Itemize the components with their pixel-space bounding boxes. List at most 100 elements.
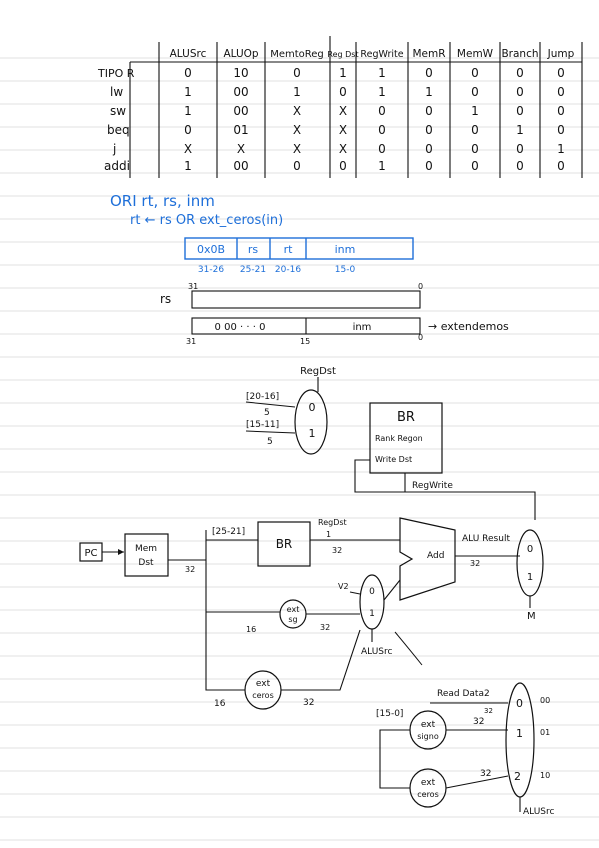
alu-adder xyxy=(399,517,456,601)
alusrc-label: ALUSrc xyxy=(361,647,393,657)
table-cell: 0 xyxy=(516,142,524,156)
table-cell: 1 xyxy=(378,66,386,80)
v2-wire xyxy=(349,591,361,595)
pc-label: PC xyxy=(84,548,97,559)
ext-sign-in-width: 16 xyxy=(246,625,256,634)
table-cell: 0 xyxy=(471,85,479,99)
regdst-w0: 5 xyxy=(264,408,270,418)
ori-field-opcode: 0x0B xyxy=(197,243,225,256)
table-cell: 0 xyxy=(425,66,433,80)
regdst-w1: 5 xyxy=(267,437,273,447)
ext-sign-label-2: sg xyxy=(288,615,297,624)
ext-sign-out-width: 32 xyxy=(320,623,330,632)
regdst-input-15-11: [15-11] xyxy=(246,420,279,430)
bottom-ext-sign-unit xyxy=(409,710,447,750)
table-cell: 1 xyxy=(293,85,301,99)
read-data2-width: 32 xyxy=(484,707,493,715)
memtoreg-mux-in1: 1 xyxy=(527,572,533,583)
regdst-input-20-16: [20-16] xyxy=(246,392,279,402)
ori-operation: rt ← rs OR ext_ceros(in) xyxy=(130,213,283,228)
alusrc-mux-in1: 1 xyxy=(369,609,375,619)
col-header-memw: MemW xyxy=(457,48,494,60)
rs-register-box xyxy=(191,290,421,309)
table-cell: 0 xyxy=(557,66,565,80)
table-cell: 0 xyxy=(557,159,565,173)
table-cell: 0 xyxy=(471,66,479,80)
table-cell: 0 xyxy=(471,142,479,156)
ori-field-rs: rs xyxy=(248,243,259,256)
bottom-mux-in2: 2 xyxy=(514,770,521,783)
pc-arrow-icon xyxy=(118,549,124,555)
memtoreg-m-label: M xyxy=(527,611,536,622)
ext-sign-label-1: ext xyxy=(287,605,300,614)
table-cell: 0 xyxy=(557,85,565,99)
table-cell: 0 xyxy=(471,159,479,173)
table-cell: 1 xyxy=(184,85,192,99)
regwrite-label: RegWrite xyxy=(412,481,453,491)
alu-out-width: 32 xyxy=(470,559,480,568)
ext-bit-31-bottom: 31 xyxy=(186,337,196,346)
ext-bit-0-top: 0 xyxy=(418,282,423,291)
row-label-beq: beq xyxy=(107,123,130,137)
control-table-grid xyxy=(129,36,583,178)
alusrc-mux-in0: 0 xyxy=(369,587,375,597)
bits-25-21-label: [25-21] xyxy=(212,527,245,537)
ori-instruction: ORI rt, rs, inm xyxy=(110,192,215,210)
ruled-lines xyxy=(0,57,599,841)
br-box xyxy=(257,521,311,567)
regdst-wire-1 xyxy=(245,430,296,434)
table-cell: 0 xyxy=(293,66,301,80)
register-bank-line1: Rank Regon xyxy=(375,434,423,443)
regdst-mux-title: RegDst xyxy=(300,366,336,377)
read-data2-label: Read Data2 xyxy=(437,689,490,699)
ext-bit-31-top: 31 xyxy=(188,282,198,291)
table-cell: 0 xyxy=(339,85,347,99)
table-cell: 1 xyxy=(471,104,479,118)
ext-zero-unit xyxy=(244,670,282,710)
table-cell: 0 xyxy=(557,104,565,118)
mem-label-1: Mem xyxy=(135,544,157,554)
table-cell: X xyxy=(237,142,245,156)
table-cell: 0 xyxy=(516,85,524,99)
regdst-wire-0 xyxy=(245,401,296,408)
bottom-ext-zero-1: ext xyxy=(421,778,436,788)
table-cell: 0 xyxy=(378,123,386,137)
table-cell: X xyxy=(339,104,347,118)
register-bank-line2: Write Dst xyxy=(375,455,412,464)
table-cell: 0 xyxy=(425,104,433,118)
mem-label-2: Dst xyxy=(138,558,154,568)
ext-note: → extendemos xyxy=(428,320,509,333)
table-cell: X xyxy=(339,123,347,137)
table-cell: 0 xyxy=(378,142,386,156)
bottom-ext-zero-unit xyxy=(409,768,447,808)
v2-label: V2 xyxy=(338,582,349,591)
bottom-ext-zero-width: 32 xyxy=(480,769,491,779)
table-cell: 0 xyxy=(425,142,433,156)
table-cell: 01 xyxy=(233,123,248,137)
ext-rs-label: rs xyxy=(160,292,171,306)
table-cell: 1 xyxy=(184,104,192,118)
bottom-mux-in1: 1 xyxy=(516,727,523,740)
regdst-label: RegDst xyxy=(318,518,347,527)
table-cell: X xyxy=(293,123,301,137)
add-label: Add xyxy=(427,551,444,561)
ori-field-inm: inm xyxy=(335,243,356,256)
row-label-sw: sw xyxy=(110,104,126,118)
ori-bits-opcode: 31-26 xyxy=(198,265,224,275)
col-header-aluop: ALUOp xyxy=(223,48,258,60)
col-header-alusrc: ALUSrc xyxy=(170,48,207,60)
table-cell: 1 xyxy=(184,159,192,173)
regdst-one: 1 xyxy=(326,530,331,539)
table-cell: X xyxy=(293,142,301,156)
ori-bits-rs: 25-21 xyxy=(240,265,266,275)
table-cell: 00 xyxy=(233,159,248,173)
ori-field-rt: rt xyxy=(284,243,294,256)
regdst-mux-in1: 1 xyxy=(309,427,316,440)
br-out-width: 32 xyxy=(332,546,342,555)
regwrite-feedback-wire xyxy=(354,459,536,520)
col-header-branch: Branch xyxy=(501,48,538,60)
ext-inm: inm xyxy=(353,322,372,333)
memtoreg-mux-in0: 0 xyxy=(527,544,533,555)
table-cell: 0 xyxy=(425,123,433,137)
